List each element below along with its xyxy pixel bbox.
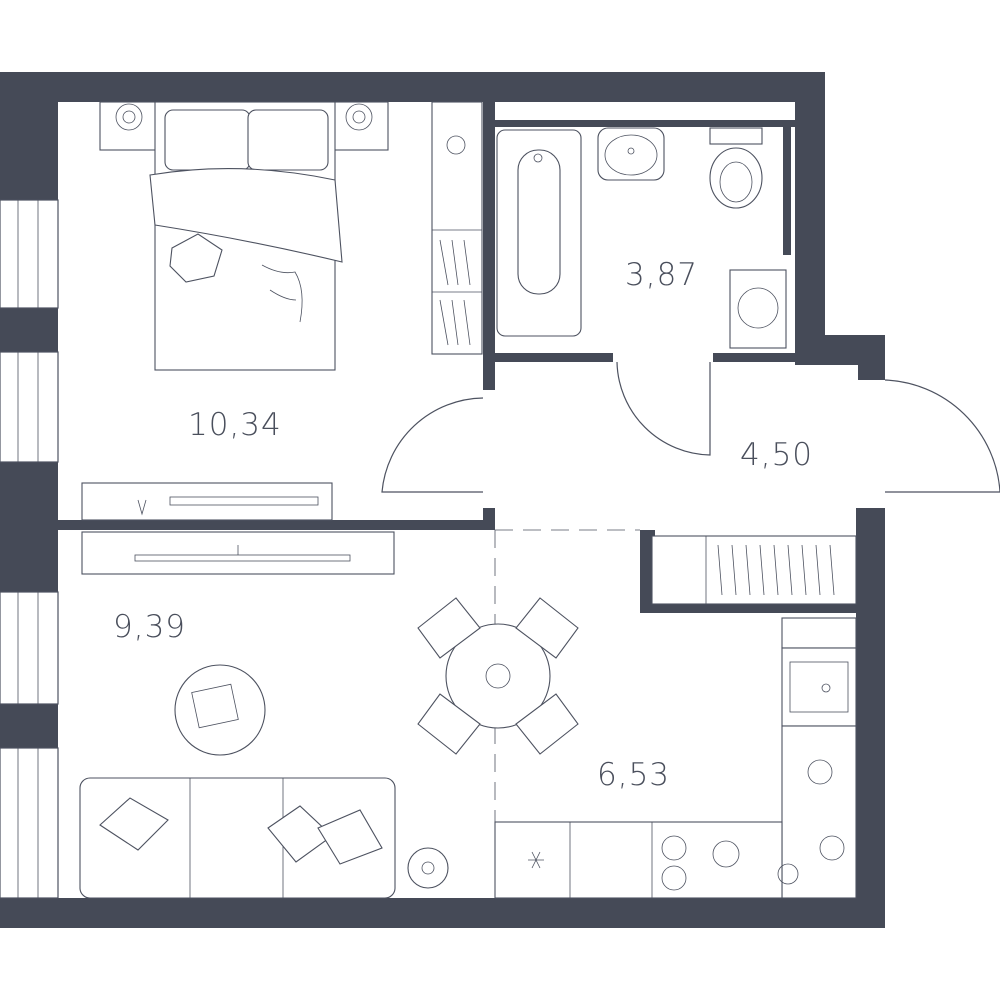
living-area-label: 9,39	[113, 609, 187, 645]
bedroom-area-label: 10,34	[188, 407, 282, 443]
wall-right-notch-post	[858, 335, 885, 380]
wall-right-lower	[856, 508, 885, 928]
bathroom-fixtures	[496, 127, 787, 349]
windows	[0, 199, 59, 899]
living-furniture	[79, 531, 449, 899]
wall-closet-left	[640, 530, 652, 612]
wall-bed-living-post	[483, 508, 495, 530]
wall-bath-top	[483, 120, 795, 127]
wall-top	[0, 72, 825, 102]
hall-closet	[651, 535, 857, 605]
kitchen-area-label: 6,53	[597, 757, 671, 793]
bedroom-furniture	[81, 101, 483, 521]
wall-bath-bottom-left	[483, 353, 613, 362]
wall-bottom	[0, 898, 885, 928]
kitchen-fixtures	[494, 617, 857, 899]
bathroom-area-label: 3,87	[625, 257, 699, 293]
dining-set	[417, 597, 579, 755]
wall-closet-top	[640, 530, 655, 536]
hallway-area-label: 4,50	[740, 437, 814, 473]
wall-right-upper	[795, 72, 825, 362]
wall-closet-bottom	[640, 604, 856, 613]
wall-bed-bath	[483, 98, 495, 390]
wall-bath-inner	[783, 127, 791, 255]
wall-bath-bottom-right	[713, 353, 797, 362]
wall-bed-living	[58, 520, 495, 530]
